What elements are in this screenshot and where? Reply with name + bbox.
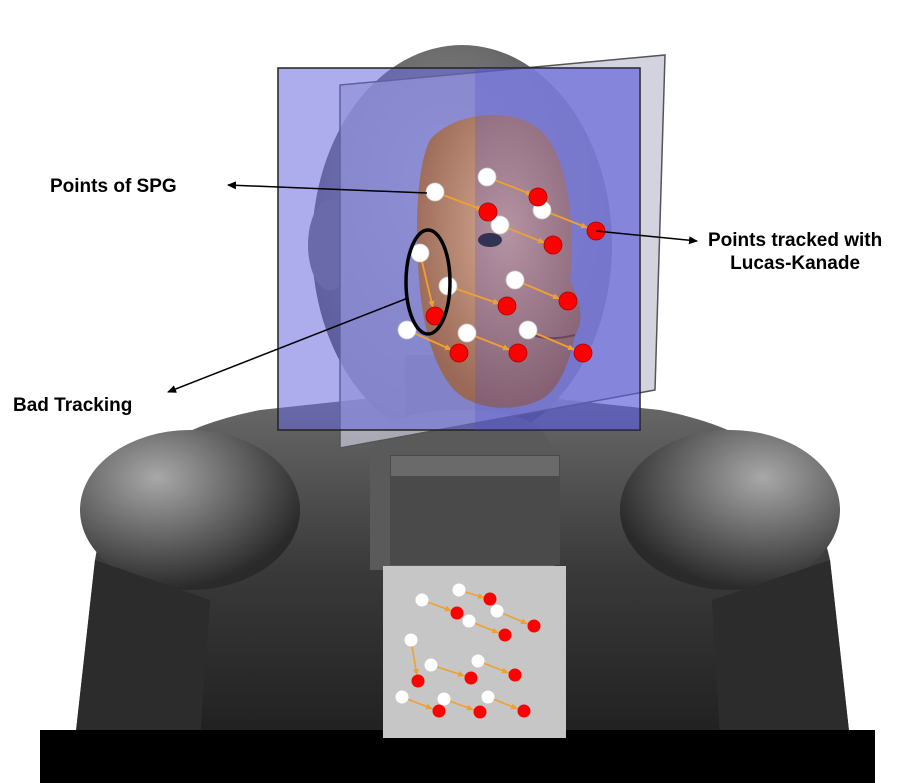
tracked-point: [509, 344, 527, 362]
tracked-point: [450, 344, 468, 362]
spg-point: [478, 168, 496, 186]
spg-point: [426, 183, 444, 201]
spg-point: [519, 321, 537, 339]
label-points-tracked: Points tracked with Lucas-Kanade: [708, 229, 882, 275]
label-points-tracked-line2: Lucas-Kanade: [708, 252, 882, 275]
tracked-point: [479, 203, 497, 221]
label-bad-tracking: Bad Tracking: [13, 394, 132, 417]
camera-image-panel: [383, 566, 566, 738]
label-points-of-spg: Points of SPG: [50, 175, 177, 198]
tracked-point: [544, 236, 562, 254]
tracked-point: [529, 188, 547, 206]
tracked-point: [574, 344, 592, 362]
tracked-point: [498, 297, 516, 315]
label-points-tracked-line1: Points tracked with: [708, 229, 882, 252]
tracked-point: [559, 292, 577, 310]
spg-point: [506, 271, 524, 289]
spg-point: [458, 324, 476, 342]
